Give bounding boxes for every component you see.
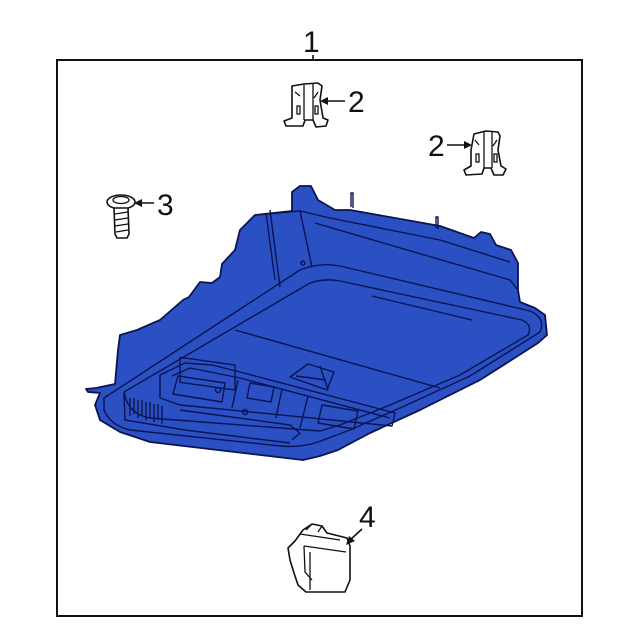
callout-3-label: 3 xyxy=(157,189,174,222)
callout-2-top[interactable]: 2 xyxy=(320,86,365,119)
arrowhead-icon xyxy=(464,141,472,149)
callout-4[interactable]: 4 xyxy=(346,501,376,545)
callout-1-label: 1 xyxy=(303,26,320,59)
arrowhead-icon xyxy=(134,199,142,207)
callout-2-right-label: 2 xyxy=(428,130,445,163)
callout-2-right[interactable]: 2 xyxy=(428,130,472,163)
callout-2-top-label: 2 xyxy=(348,86,365,119)
callout-1[interactable]: 1 xyxy=(303,26,320,60)
connector-part-4[interactable] xyxy=(287,523,351,593)
clip-part-2-right[interactable] xyxy=(463,130,507,176)
screw-part-3[interactable] xyxy=(106,194,136,239)
arrowhead-icon xyxy=(346,536,355,545)
arrowhead-icon xyxy=(320,97,328,105)
callout-3[interactable]: 3 xyxy=(134,189,174,222)
diagram-frame xyxy=(56,59,583,617)
clip-part-2-top[interactable] xyxy=(283,82,329,128)
callout-4-label: 4 xyxy=(359,501,376,534)
overhead-console-housing-part-1[interactable] xyxy=(85,185,548,461)
